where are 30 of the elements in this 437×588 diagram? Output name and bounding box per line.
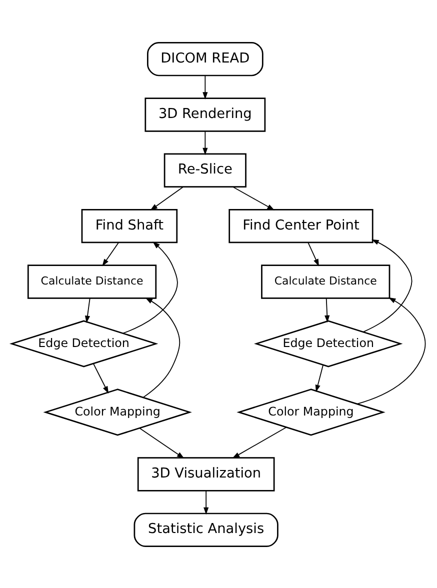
arrow <box>324 298 330 322</box>
arrow <box>122 241 178 334</box>
arrow <box>356 296 426 404</box>
arrow <box>362 238 412 332</box>
arrow <box>232 426 287 458</box>
node-diamond: Edge Detection <box>254 320 403 367</box>
arrow <box>202 74 208 99</box>
node-box: Statistic Analysis <box>134 512 278 547</box>
node-box: 3D Visualization <box>137 456 275 491</box>
arrow <box>84 298 90 323</box>
node-box: Find Center Point <box>228 208 374 243</box>
arrow <box>232 186 275 210</box>
node-box: Re-Slice <box>164 152 246 187</box>
node-box: 3D Rendering <box>144 97 266 132</box>
arrow <box>202 130 208 155</box>
arrow <box>142 297 180 398</box>
arrow <box>150 186 184 210</box>
arrow <box>102 242 120 266</box>
arrow <box>315 364 324 392</box>
node-box: Find Shaft <box>81 208 178 243</box>
arrow <box>308 242 319 266</box>
arrow <box>204 490 209 514</box>
node-box: Calculate Distance <box>261 264 390 298</box>
node-diamond: Color Mapping <box>43 388 192 436</box>
arrow <box>139 427 184 458</box>
node-box: Calculate Distance <box>27 264 157 298</box>
node-diamond: Edge Detection <box>9 320 158 367</box>
node-diamond: Color Mapping <box>236 388 386 436</box>
node-box: DICOM READ <box>147 41 264 76</box>
arrow <box>92 362 109 394</box>
